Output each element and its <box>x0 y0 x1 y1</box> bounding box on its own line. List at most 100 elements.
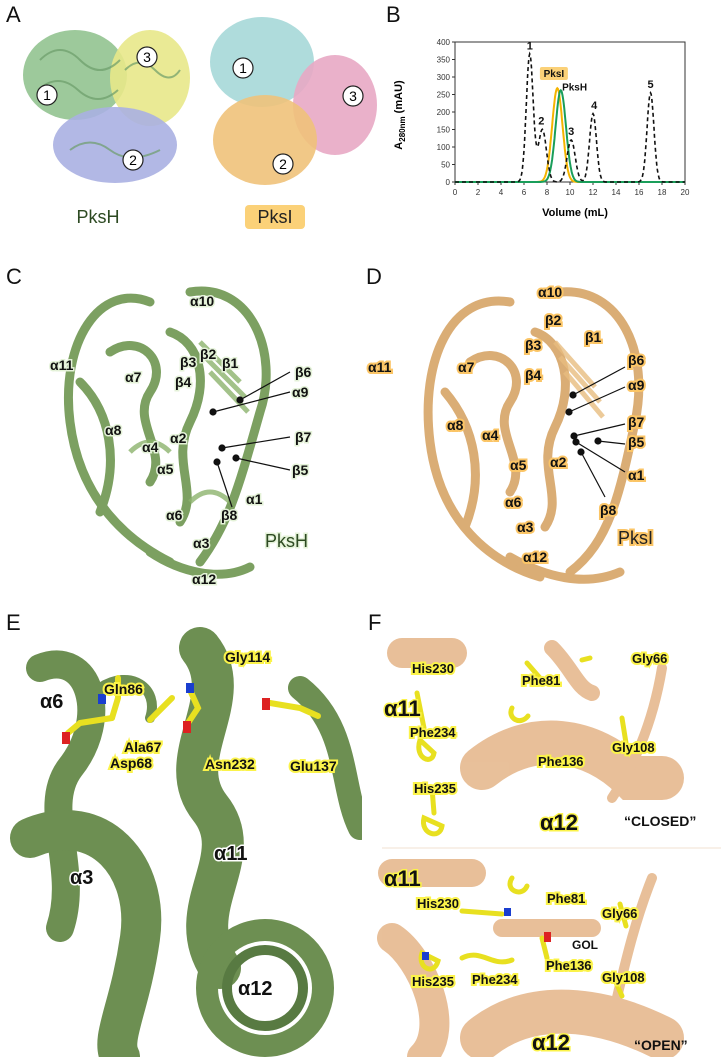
d-label-alpha9: α9 <box>628 377 645 393</box>
f-open-view: Phe81 His230 Gly66 His235 Phe234 Phe136 … <box>377 859 688 1057</box>
d-label-alpha6: α6 <box>505 494 522 510</box>
x-tick-label: 6 <box>522 188 527 197</box>
pksi-subunit-2: 2 <box>279 156 287 172</box>
e-label-alpha3: α3 <box>70 867 93 889</box>
f-open-his235: His235 <box>412 974 454 989</box>
y-tick-label: 200 <box>437 108 451 117</box>
f-open-gol: GOL <box>572 938 598 952</box>
d-label-alpha4: α4 <box>482 427 499 443</box>
f-closed-alpha12: α12 <box>540 810 578 835</box>
c-label-beta2: β2 <box>200 346 217 362</box>
y-tick-label: 150 <box>437 126 451 135</box>
f-open-state: “OPEN” <box>634 1037 688 1053</box>
c-label-beta3: β3 <box>180 354 197 370</box>
y-tick-label: 50 <box>441 161 450 170</box>
pksi-trimer: 1 2 3 <box>210 17 377 185</box>
e-label-asn232: Asn232 <box>205 756 255 772</box>
pksh-subunit-3: 3 <box>143 49 151 65</box>
c-protein-name: PksH <box>265 531 308 551</box>
panel-a-structures: 1 2 3 1 2 3 PksH PksI <box>23 17 377 229</box>
f-closed-his235: His235 <box>414 781 456 796</box>
peak-label-2: 2 <box>538 116 544 128</box>
d-label-alpha7: α7 <box>458 359 475 375</box>
x-tick-label: 14 <box>612 188 621 197</box>
f-open-phe234: Phe234 <box>472 972 518 987</box>
f-closed-his230: His230 <box>412 661 454 676</box>
pksh-subunit-1: 1 <box>43 87 51 103</box>
panel-b-label: B <box>386 2 401 27</box>
f-open-alpha12: α12 <box>532 1030 570 1055</box>
legend-pksh: PksH <box>562 82 587 93</box>
pksi-cartoon: α10 β2 β3 β1 α11 α7 β6 β4 α9 α8 α4 β7 α5… <box>366 282 655 584</box>
f-closed-gly66: Gly66 <box>632 651 667 666</box>
d-label-beta4: β4 <box>525 367 542 383</box>
panel-c: C α10 α11 α7 β3 β2 β1 β4 <box>0 262 360 602</box>
f-open-gly108: Gly108 <box>602 970 645 985</box>
c-label-alpha1: α1 <box>246 491 263 507</box>
x-tick-label: 8 <box>545 188 550 197</box>
d-label-alpha8: α8 <box>447 417 464 433</box>
pksi-name: PksI <box>257 207 292 227</box>
legend-bg-pksi <box>539 67 568 80</box>
d-label-beta7: β7 <box>628 414 645 430</box>
pksh-subunit-2: 2 <box>129 152 137 168</box>
d-label-alpha1: α1 <box>628 467 645 483</box>
c-label-alpha12: α12 <box>192 571 216 587</box>
e-label-alpha12: α12 <box>238 978 273 1000</box>
d-label-beta6: β6 <box>628 352 645 368</box>
c-label-alpha9: α9 <box>292 384 309 400</box>
c-label-alpha3: α3 <box>193 535 210 551</box>
peak-label-3: 3 <box>568 126 574 138</box>
e-label-glu137: Glu137 <box>290 758 337 774</box>
peak-label-1: 1 <box>527 40 533 52</box>
x-tick-label: 0 <box>453 188 458 197</box>
c-label-alpha2: α2 <box>170 430 187 446</box>
d-label-beta5: β5 <box>628 434 645 450</box>
f-open-closed: Gly66 His230 Phe81 Phe234 Gly108 Phe136 … <box>377 638 721 1057</box>
panel-e: E Gly114 Gln86 Ala67 Asp68 Asn232 <box>0 608 362 1057</box>
e-active-site: Gly114 Gln86 Ala67 Asp68 Asn232 Glu137 α… <box>10 627 362 1057</box>
peak-label-4: 4 <box>591 100 598 112</box>
pksi-subunit-1: 1 <box>239 60 247 76</box>
pksh-name: PksH <box>76 207 119 227</box>
e-label-alpha6: α6 <box>40 691 63 713</box>
d-label-beta2: β2 <box>545 312 562 328</box>
c-label-beta1: β1 <box>222 355 239 371</box>
e-label-alpha11: α11 <box>214 843 247 865</box>
d-label-alpha5: α5 <box>510 457 527 473</box>
c-label-beta5: β5 <box>292 462 309 478</box>
x-tick-label: 18 <box>658 188 667 197</box>
f-closed-view: Gly66 His230 Phe81 Phe234 Gly108 Phe136 … <box>383 638 696 837</box>
e-label-ala67: Ala67 <box>124 739 162 755</box>
peak-label-5: 5 <box>647 79 653 91</box>
e-label-asp68: Asp68 <box>110 755 152 771</box>
f-closed-gly108: Gly108 <box>612 740 655 755</box>
f-open-his230: His230 <box>417 896 459 911</box>
f-closed-phe81: Phe81 <box>522 673 560 688</box>
panel-a-label: A <box>6 2 21 27</box>
pksh-trimer: 1 2 3 <box>23 30 190 183</box>
x-tick-label: 20 <box>681 188 690 197</box>
d-label-alpha3: α3 <box>517 519 534 535</box>
d-label-alpha10: α10 <box>538 284 562 300</box>
panel-e-label: E <box>6 610 21 635</box>
d-label-beta8: β8 <box>600 502 617 518</box>
y-tick-label: 400 <box>437 38 451 47</box>
pksi-subunit-3: 3 <box>349 88 357 104</box>
y-tick-label: 0 <box>446 178 451 187</box>
c-label-alpha10: α10 <box>190 293 214 309</box>
f-open-alpha11: α11 <box>384 866 421 891</box>
f-open-phe136: Phe136 <box>546 958 592 973</box>
panel-c-label: C <box>6 264 22 289</box>
c-label-alpha6: α6 <box>166 507 183 523</box>
chart-xlabel: Volume (mL) <box>542 207 608 219</box>
panel-f: F Gly66 His230 Phe81 Phe234 Gly <box>362 608 721 1057</box>
panel-a: A 1 2 3 1 2 3 <box>0 0 380 230</box>
y-tick-label: 300 <box>437 73 451 82</box>
c-label-beta4: β4 <box>175 374 192 390</box>
legend-pksi: PksI <box>544 69 565 80</box>
x-tick-label: 12 <box>589 188 598 197</box>
pksh-cartoon: α10 α11 α7 β3 β2 β1 β4 β6 α9 α8 α4 α2 α5… <box>49 286 313 589</box>
